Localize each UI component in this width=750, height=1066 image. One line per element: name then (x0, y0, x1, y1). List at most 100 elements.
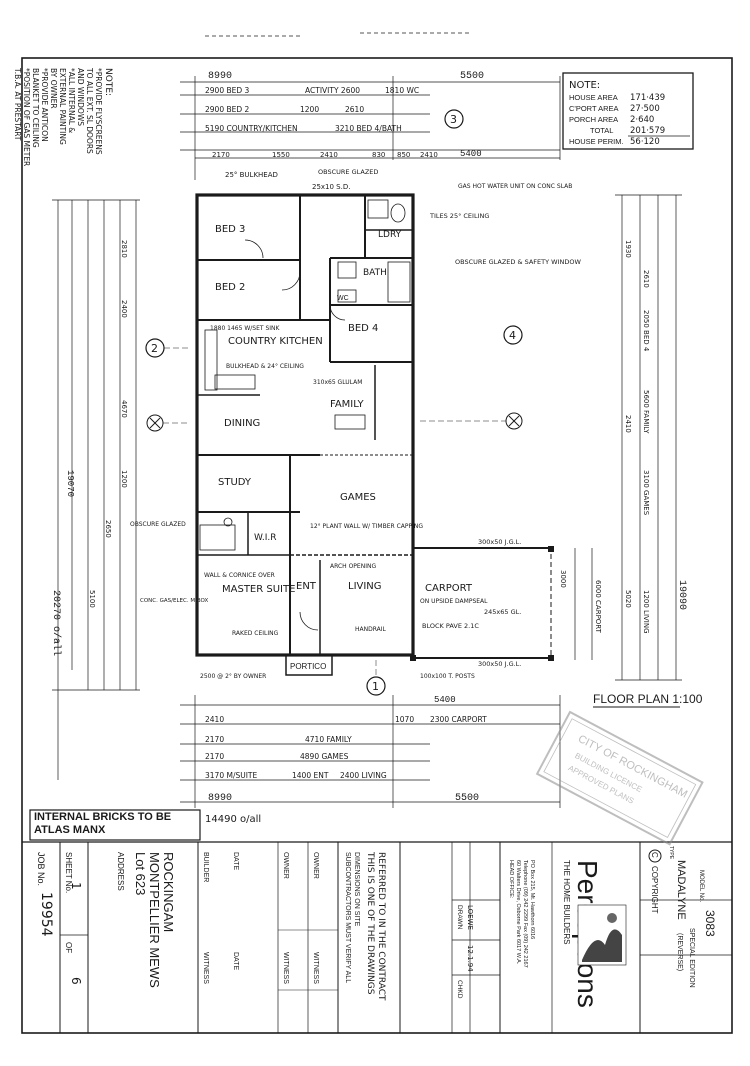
note-glulam: 310x65 GLULAM (313, 379, 362, 386)
dim-top-row2: 1200 (300, 105, 319, 114)
note-tiles: TILES 25° CEILING (429, 212, 489, 220)
dim-right-segment: 1200 LIVING (642, 590, 650, 634)
side-note-line: T.B.A. AT PRESTART (13, 67, 22, 141)
contract-note-cell: SUBCONTRACTORS MUST VERIFY ALL DIMENSION… (344, 851, 386, 1001)
grid-marker-2: 2 (145, 338, 165, 358)
copyright-cell: C COPYRIGHT (648, 849, 662, 914)
note-meter-box: CONC. GAS/ELEC. M.BOX (140, 598, 208, 604)
dim-bottom-row3: 4890 GAMES (300, 752, 349, 761)
svg-text:SPECIAL EDITION: SPECIAL EDITION (688, 928, 695, 988)
dim-bottom-row2: 2170 (205, 735, 224, 744)
side-note-heading: NOTE: (103, 68, 113, 96)
title-block (59, 842, 732, 1033)
dim-top-overall-right: 5500 (460, 71, 484, 82)
note-handrail: HANDRAIL (355, 626, 387, 633)
sheet-number-cell: SHEET No. 1 OF 6 (64, 852, 83, 985)
svg-text:ROCKINGAM: ROCKINGAM (161, 852, 176, 932)
note-carport-beam-mid: 245x65 GL. (484, 608, 521, 616)
svg-text:WITNESS: WITNESS (312, 952, 319, 984)
dim-left-inner: 19070 (65, 470, 75, 497)
svg-text:OF: OF (64, 942, 73, 953)
note-plant-wall: 12° PLANT WALL W/ TIMBER CAPPING (310, 523, 423, 530)
svg-text:JOB No.: JOB No. (36, 852, 46, 886)
dim-right-segment: 3100 GAMES (642, 470, 650, 516)
dim-bottom-row4: 3170 M/SUITE (205, 771, 258, 780)
area-value: 56·120 (630, 137, 660, 147)
council-stamp: CITY OF ROCKINGHAM BUILDING LICENCE APPR… (535, 710, 704, 846)
carport (410, 546, 554, 661)
svg-text:PO Box 215, Mt. Hawthorn 6016: PO Box 215, Mt. Hawthorn 6016 (529, 860, 535, 939)
dim-top-row1: 2900 BED 3 (205, 86, 250, 95)
bed3-window-note: 25x10 S.D. (312, 183, 350, 191)
dim-left-overall: 20270 o/all (50, 590, 62, 656)
floor-plan-title: FLOOR PLAN 1:100 (593, 692, 703, 708)
area-note-heading: NOTE: (569, 80, 600, 91)
grid-marker-3: 3 (444, 109, 464, 129)
svg-text:OWNER: OWNER (312, 852, 319, 879)
note-raked-ceiling: RAKED CEILING (232, 630, 279, 637)
fixtures (199, 199, 411, 631)
side-note-line: BLANKET TO CEILING (31, 68, 40, 148)
model-cell: MODEL No. 3083 (698, 870, 717, 937)
dim-bottom-overall-left: 8990 (208, 793, 232, 804)
note-carport-beam-bottom: 300x50 J.G.L. (478, 660, 521, 668)
room-bed4: BED 4 (348, 323, 378, 334)
svg-text:ADDRESS: ADDRESS (116, 852, 125, 891)
svg-text:OWNER: OWNER (282, 852, 289, 879)
note-carport-beam-top: 300x50 J.G.L. (478, 538, 521, 546)
svg-text:MODEL No.: MODEL No. (698, 870, 704, 902)
area-value: 2·640 (630, 115, 654, 125)
svg-text:WITNESS: WITNESS (202, 952, 209, 984)
svg-text:Telephone (09) 242 2299 Fax (0: Telephone (09) 242 2299 Fax (09) 242 216… (522, 860, 528, 968)
room-laundry: LDRY (378, 230, 402, 240)
room-wir: W.I.R (254, 533, 277, 543)
note-arch-opening: ARCH OPENING (330, 563, 376, 570)
area-value: 201·579 (630, 126, 665, 136)
room-master-suite: MASTER SUITE (222, 584, 295, 595)
dim-bottom-row2: 4710 FAMILY (305, 735, 352, 744)
dim-top-strip: 2170 (212, 151, 230, 159)
note-obscure-glazed-top: OBSCURE GLAZED (318, 168, 378, 176)
svg-text:19954: 19954 (38, 892, 54, 937)
dim-top-right-span: 5400 (460, 149, 482, 159)
dim-carport-inner: 3000 (559, 570, 567, 588)
side-note-line: *PROVIDE ANTICON (40, 68, 49, 142)
svg-text:BUILDER: BUILDER (202, 852, 209, 882)
area-value: 27·500 (630, 104, 660, 114)
scan-artifacts (205, 32, 470, 37)
dim-left-segment: 2810 (120, 240, 128, 258)
side-note-line: AND WINDOWS (76, 68, 85, 126)
builder-cell: BUILDER WITNESS DATE DATE (202, 852, 239, 984)
head-office-cell: HEAD OFFICE: 60 Walters Drive, Osborne P… (508, 860, 535, 968)
note-gas-hot-water: GAS HOT WATER UNIT ON CONC SLAB (458, 183, 572, 190)
area-label: HOUSE PERIM. (569, 137, 624, 146)
dim-bottom-row4: 1400 ENT (292, 771, 329, 780)
dim-carport-depth: 6000 CARPORT (594, 580, 602, 634)
job-number-cell: JOB No. 19954 (36, 852, 54, 937)
note-kitchen-sink: 1880 1465 W/SET SINK (210, 325, 281, 332)
portico: PORTICO (285, 654, 333, 676)
dim-right-segment: 5020 (624, 590, 632, 608)
dim-top-row1: ACTIVITY 2600 (305, 86, 360, 95)
svg-text:1: 1 (372, 680, 379, 693)
dim-bottom-total: 14490 o/all (205, 814, 261, 825)
design-cell: TYPE MADALYNE (REVERSE) SPECIAL EDITION (668, 846, 695, 988)
dim-top-row2: 2610 (345, 105, 364, 114)
sheet-border (21, 57, 733, 1034)
svg-text:MADALYNE: MADALYNE (675, 860, 687, 920)
area-value: 171·439 (630, 93, 665, 103)
svg-text:4: 4 (509, 329, 516, 342)
svg-text:LOEWE: LOEWE (466, 905, 474, 930)
dim-top-strip: 1550 (272, 151, 290, 159)
room-dining: DINING (224, 418, 260, 429)
svg-text:C: C (650, 852, 659, 858)
left-dimensions (52, 199, 140, 780)
dim-right-segment: 2050 BED 4 (642, 310, 650, 352)
address-cell: ADDRESS Lot 623 MONTPELLIER MEWS ROCKING… (116, 852, 176, 988)
company-logo-icon (577, 904, 627, 966)
dim-top-strip: 830 (372, 151, 385, 159)
area-label: HOUSE AREA (569, 93, 618, 102)
dim-top-strip: 850 (397, 151, 410, 159)
bottom-dimensions (180, 695, 561, 808)
dim-bottom-left-span: 5400 (434, 695, 456, 705)
